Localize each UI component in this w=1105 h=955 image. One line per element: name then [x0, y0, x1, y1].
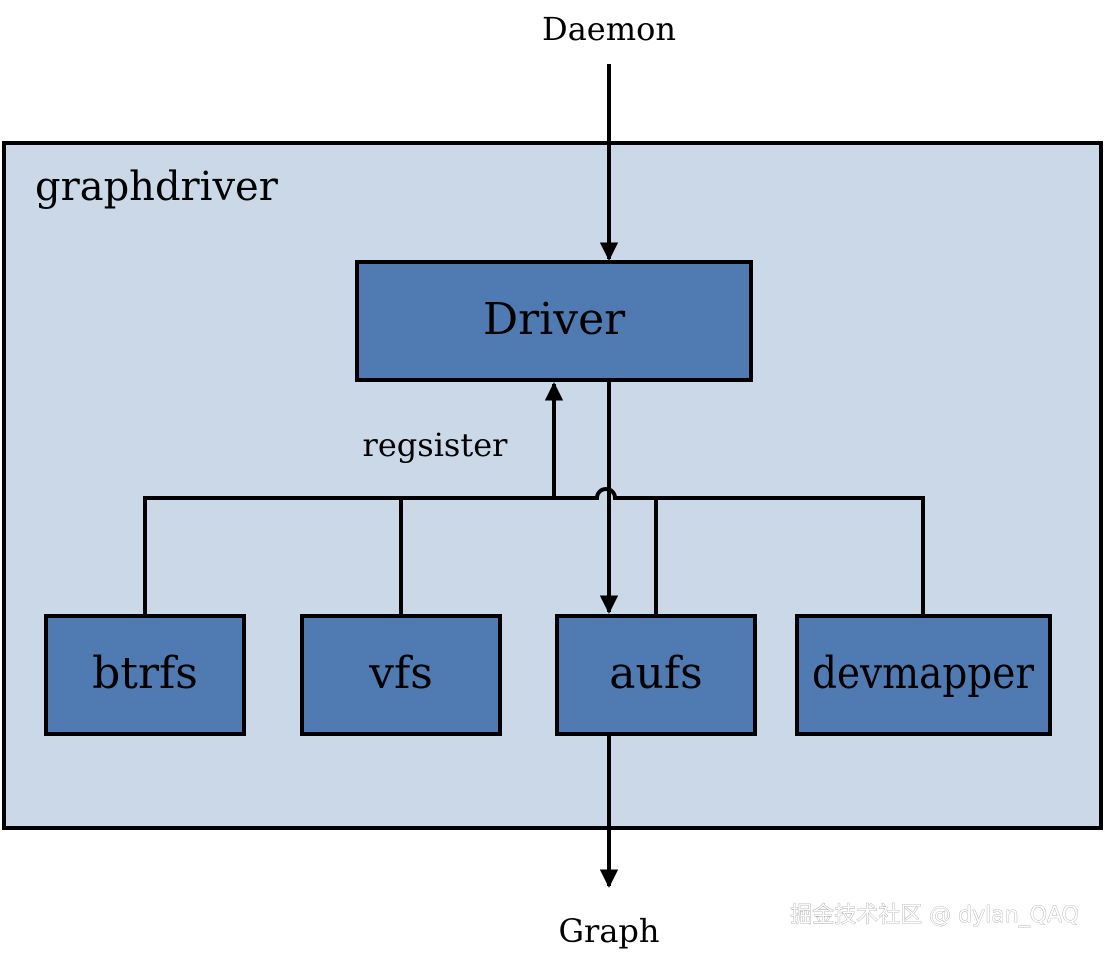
- driver-label: Driver: [483, 294, 626, 345]
- driver-aufs-label: aufs: [609, 648, 702, 699]
- container-label: graphdriver: [35, 164, 279, 210]
- register-bus-line: [143, 487, 925, 615]
- driver-devmapper-box: [795, 614, 1052, 736]
- driver-devmapper-label: devmapper: [812, 648, 1035, 699]
- graph-label: Graph: [558, 912, 659, 950]
- driver-box: [355, 260, 753, 382]
- driver-btrfs-label: btrfs: [92, 648, 198, 699]
- register-label: regsister: [363, 426, 509, 464]
- watermark-text: 掘金技术社区 @ dylan_QAQ: [790, 903, 1079, 928]
- driver-btrfs-box: [44, 614, 246, 736]
- driver-vfs-label: vfs: [368, 648, 433, 699]
- driver-vfs-box: [300, 614, 502, 736]
- driver-aufs-box: [555, 614, 757, 736]
- daemon-label: Daemon: [542, 10, 676, 48]
